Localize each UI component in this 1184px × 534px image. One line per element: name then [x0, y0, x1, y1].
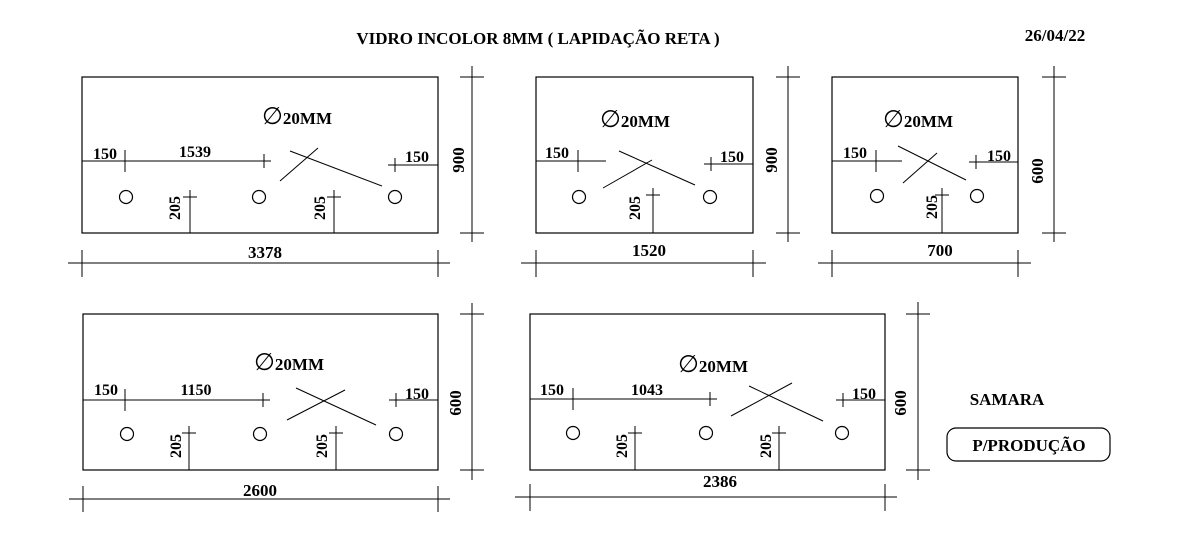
hole-diameter-label: ∅20MM: [254, 350, 324, 376]
hole-height-label: 205: [924, 195, 941, 219]
hole-height-label: 205: [627, 196, 644, 220]
glass-piece-3: ∅20MM 150 150 205 600 700: [818, 66, 1066, 277]
hole-height-label: 205: [312, 196, 329, 220]
width-dimension-label: 2600: [243, 481, 277, 500]
height-dimension-label: 600: [891, 390, 910, 416]
glass-piece-5: ∅20MM 150 1043 150 205 205 600 2386: [515, 302, 930, 511]
glass-pane-outline: [529, 313, 886, 471]
width-dimension-label: 3378: [248, 243, 282, 262]
hole-circle: [388, 426, 404, 442]
drawing-date: 26/04/22: [1025, 26, 1085, 45]
width-dimension-label: 1520: [632, 241, 666, 260]
hole-circle: [834, 425, 850, 441]
left-offset-label: 150: [545, 145, 569, 162]
hole-diameter-label: ∅20MM: [883, 107, 953, 133]
hole-circle: [969, 188, 985, 204]
status-box: [946, 427, 1111, 462]
hole-spacing-label: 1150: [180, 382, 211, 399]
glass-pane-outline: [81, 76, 439, 234]
left-offset-label: 150: [94, 382, 118, 399]
hole-circle: [387, 189, 403, 205]
right-offset-label: 150: [405, 149, 429, 166]
hole-circle: [571, 189, 587, 205]
width-dimension-label: 2386: [703, 472, 737, 491]
glass-pane-outline: [82, 313, 439, 471]
hole-diameter-label: ∅20MM: [262, 104, 332, 130]
client-name: SAMARA: [970, 390, 1045, 409]
glass-pane-outline: [831, 76, 1019, 234]
left-offset-label: 150: [540, 382, 564, 399]
height-dimension-label: 600: [1028, 158, 1047, 184]
hole-height-label: 205: [168, 434, 185, 458]
glass-piece-1: ∅20MM 150 1539 150 205 205 900: [68, 66, 484, 277]
left-offset-label: 150: [843, 145, 867, 162]
hole-diameter-label: ∅20MM: [678, 352, 748, 378]
hole-diameter-label: ∅20MM: [600, 107, 670, 133]
right-offset-label: 150: [405, 386, 429, 403]
glass-pane-outline: [535, 76, 754, 234]
glass-piece-4: ∅20MM 150 1150 150 205 205 600 2600: [69, 303, 484, 512]
height-dimension-label: 600: [446, 390, 465, 416]
glass-piece-2: ∅20MM 150 150 205 900 1520: [521, 66, 800, 277]
hole-height-label: 205: [167, 196, 184, 220]
hole-circle: [698, 425, 714, 441]
left-offset-label: 150: [93, 146, 117, 163]
hole-height-label: 205: [758, 434, 775, 458]
right-offset-label: 150: [852, 386, 876, 403]
hole-circle: [869, 188, 885, 204]
hole-circle: [251, 189, 267, 205]
height-dimension-label: 900: [762, 147, 781, 173]
hole-height-label: 205: [614, 434, 631, 458]
status-label: P/PRODUÇÃO: [972, 436, 1085, 455]
width-dimension-label: 700: [927, 241, 953, 260]
drawing-title: VIDRO INCOLOR 8MM ( LAPIDAÇÃO RETA ): [356, 29, 719, 48]
height-dimension-label: 900: [449, 147, 468, 173]
right-offset-label: 150: [987, 148, 1011, 165]
hole-circle: [252, 426, 268, 442]
hole-circle: [702, 189, 718, 205]
hole-height-label: 205: [314, 434, 331, 458]
hole-circle: [565, 425, 581, 441]
hole-circle: [119, 426, 135, 442]
hole-spacing-label: 1539: [179, 144, 211, 161]
hole-circle: [118, 189, 134, 205]
right-offset-label: 150: [720, 149, 744, 166]
hole-spacing-label: 1043: [631, 382, 663, 399]
